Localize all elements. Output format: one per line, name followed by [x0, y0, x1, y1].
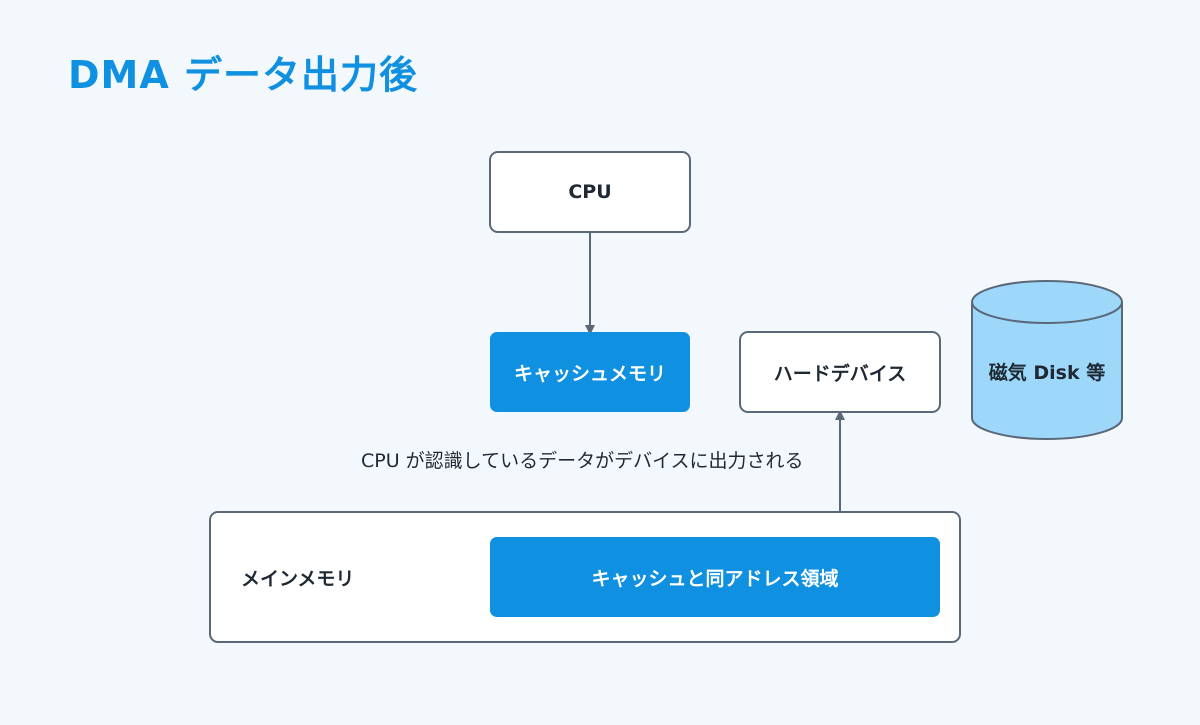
cache-address-region-label: キャッシュと同アドレス領域 [591, 567, 839, 590]
disk-label: 磁気 Disk 等 [988, 362, 1106, 384]
cpu-label: CPU [568, 181, 612, 203]
magnetic-disk-icon [971, 280, 1123, 440]
cache-address-region-node: キャッシュと同アドレス領域 [490, 537, 940, 617]
main-memory-label: メインメモリ [241, 567, 355, 590]
cache-memory-label: キャッシュメモリ [513, 362, 666, 385]
page-title: DMA データ出力後 [68, 53, 418, 97]
hard-device-node: ハードデバイス [739, 331, 941, 413]
hard-device-label: ハードデバイス [773, 362, 907, 385]
cpu-node: CPU [489, 151, 691, 233]
flow-caption: CPU が認識しているデータがデバイスに出力される [361, 450, 804, 472]
cache-memory-node: キャッシュメモリ [490, 332, 690, 412]
